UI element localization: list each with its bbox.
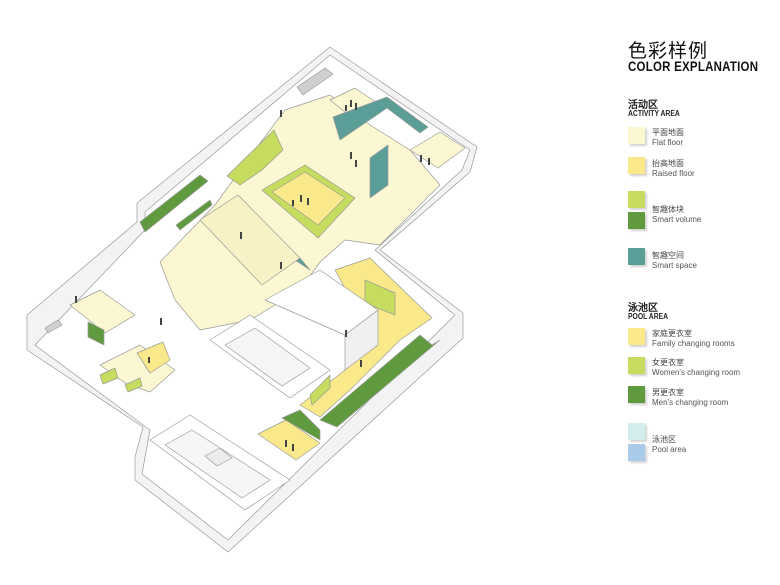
smart-volume-dark-strip bbox=[139, 174, 209, 233]
pool-area-title-en: POOL AREA bbox=[628, 312, 669, 321]
legend-title-en: COLOR EXPLANATION bbox=[628, 58, 759, 74]
smart-volume-light bbox=[226, 129, 284, 186]
womens-changing-strip bbox=[309, 374, 331, 406]
pool-block bbox=[204, 447, 233, 467]
changing-block-side bbox=[344, 309, 379, 371]
swatch-raised-floor bbox=[628, 157, 645, 174]
lockers-inner bbox=[224, 327, 311, 387]
legend-label-cn: 女更衣室 bbox=[652, 358, 684, 367]
raised-floor-left-room bbox=[136, 341, 171, 374]
stair-void-left bbox=[44, 319, 63, 334]
swatch-pool-light bbox=[628, 423, 645, 440]
legend-label-en: Smart volume bbox=[652, 215, 702, 224]
legend-label-cn: 智趣体块 bbox=[652, 205, 684, 214]
isometric-floor-plan bbox=[26, 46, 478, 553]
swatch-smart-volume-light bbox=[628, 191, 645, 208]
stair-void bbox=[296, 67, 334, 96]
legend-label-en: Raised floor bbox=[652, 169, 695, 178]
pool-area-title-cn: 泳池区 bbox=[628, 303, 658, 314]
mens-changing-floor bbox=[319, 334, 441, 428]
womens-changing-volume bbox=[364, 279, 396, 316]
legend-label-en: Men's changing room bbox=[652, 398, 729, 407]
smart-volume-benches bbox=[99, 367, 119, 385]
smart-volume-benches-2 bbox=[124, 377, 143, 393]
legend-title-cn: 色彩样例 bbox=[628, 40, 709, 62]
legend-label-cn: 智趣空间 bbox=[652, 251, 684, 260]
legend-label-en: Smart space bbox=[652, 261, 697, 270]
legend-label-cn: 家庭更衣室 bbox=[652, 329, 692, 338]
legend-label-en: Pool area bbox=[652, 445, 687, 454]
smart-volume-left bbox=[87, 321, 105, 346]
swatch-smart-volume-dark bbox=[628, 212, 645, 229]
legend-label-cn: 男更衣室 bbox=[652, 388, 684, 397]
legend-label-en: Family changing rooms bbox=[652, 339, 735, 348]
people-figures bbox=[75, 100, 430, 451]
legend-label-cn: 平面地面 bbox=[652, 128, 684, 137]
swatch-flat-floor bbox=[628, 127, 645, 144]
swatch-mens-changing bbox=[628, 386, 645, 403]
green-wall-bottom-room bbox=[281, 409, 321, 441]
activity-area-title-cn: 活动区 bbox=[628, 100, 658, 111]
flat-floor-left-room bbox=[69, 289, 136, 334]
smart-volume-dark-strip-2 bbox=[175, 199, 213, 231]
legend-label-en: Flat floor bbox=[652, 138, 684, 147]
swatch-womens-changing bbox=[628, 357, 645, 374]
swatch-smart-space bbox=[628, 248, 645, 265]
smart-space-teal-wall-2 bbox=[369, 144, 389, 199]
smart-space-teal-wall bbox=[332, 96, 429, 141]
legend-label-cn: 泳池区 bbox=[652, 435, 676, 444]
swatch-pool-blue bbox=[628, 444, 645, 461]
legend-label-cn: 抬高地面 bbox=[652, 159, 684, 168]
swatch-family-changing bbox=[628, 328, 645, 345]
activity-area-title-en: ACTIVITY AREA bbox=[628, 109, 680, 118]
central-stairs bbox=[199, 194, 301, 286]
raised-floor-bottom-room bbox=[257, 419, 321, 461]
legend-label-en: Women's changing room bbox=[652, 368, 741, 377]
